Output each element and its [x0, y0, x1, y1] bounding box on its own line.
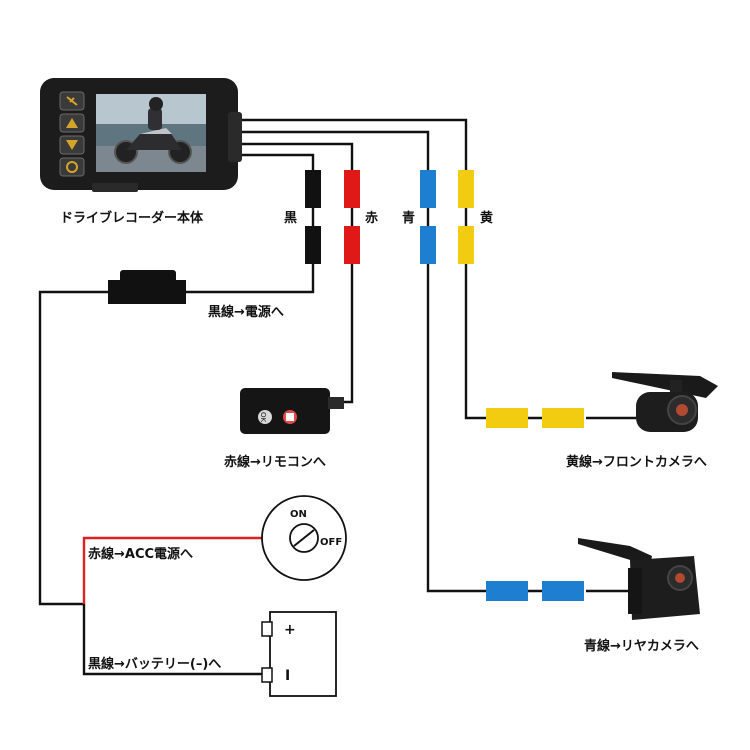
red-wire-label: 赤 [365, 210, 378, 226]
down-arrow-icon [66, 140, 78, 150]
yellow-connector-left [486, 408, 528, 428]
blue-connector-bottom [420, 226, 436, 264]
acc-label: 赤線→ACC電源へ [88, 546, 193, 562]
remote-button-ok[interactable] [258, 410, 272, 424]
battery-minus-sign: I [285, 668, 290, 684]
power-label: 黒線→電源へ [208, 304, 284, 320]
remote-ok-text: OK [259, 412, 267, 423]
ignition-switch: ON OFF [261, 495, 347, 581]
yellow-connector-top [458, 170, 474, 208]
upper-connectors [305, 170, 474, 264]
yellow-wire [236, 118, 490, 420]
rear-camera-label: 青線→リヤカメラへ [584, 638, 699, 654]
battery-label: 黒線→バッテリー(–)へ [88, 656, 221, 672]
cable-exit [228, 112, 242, 162]
remote-control: OK [240, 388, 344, 434]
red-connector-bottom [344, 226, 360, 264]
remote-label: 赤線→リモコンへ [224, 454, 326, 470]
main-unit [40, 78, 242, 192]
front-camera-label: 黄線→フロントカメラへ [566, 454, 707, 470]
black-wire-left-rail [38, 290, 263, 676]
black-wire [185, 153, 315, 294]
black-wire-label: 黒 [284, 210, 297, 226]
battery-terminal-plus [261, 621, 273, 637]
blue-wire [236, 130, 490, 593]
power-filter-body [120, 270, 176, 304]
yellow-wire-label: 黄 [480, 210, 493, 226]
battery-terminal-minus [261, 667, 273, 683]
power-filter [108, 270, 186, 304]
main-unit-label: ドライブレコーダー本体 [60, 210, 204, 226]
front-camera-lens-glass [676, 404, 688, 416]
remote-plug [328, 397, 344, 409]
switch-on: ON [290, 509, 307, 520]
wires [38, 118, 636, 676]
unit-bottom-port [92, 183, 138, 192]
rear-camera [578, 538, 700, 620]
remote-rec-icon [286, 413, 294, 421]
yellow-connector-right [542, 408, 584, 428]
mode-icon [66, 96, 78, 106]
battery-plus-sign: + [284, 622, 296, 638]
blue-connector-top [420, 170, 436, 208]
front-camera-bracket [612, 372, 718, 398]
up-arrow-icon [66, 118, 78, 128]
battery-body [269, 611, 337, 697]
blue-connector-left [486, 581, 528, 601]
blue-wire-label: 青 [402, 210, 415, 226]
record-icon [66, 161, 78, 173]
black-connector-top [305, 170, 321, 208]
rear-camera-lens-glass [675, 573, 685, 583]
black-connector-bottom [305, 226, 321, 264]
red-connector-top [344, 170, 360, 208]
motorcycle-image [114, 97, 192, 164]
switch-off: OFF [320, 537, 342, 548]
rear-camera-bracket [578, 538, 652, 566]
record-button[interactable] [59, 157, 85, 177]
yellow-connector-bottom [458, 226, 474, 264]
acc-wire [82, 536, 262, 604]
unit-buttons [59, 91, 85, 177]
blue-connector-right [542, 581, 584, 601]
battery: + I [261, 611, 337, 697]
red-wire [236, 142, 354, 404]
remote-body [240, 388, 330, 434]
key-slot-icon [293, 529, 315, 547]
front-camera [612, 372, 718, 432]
